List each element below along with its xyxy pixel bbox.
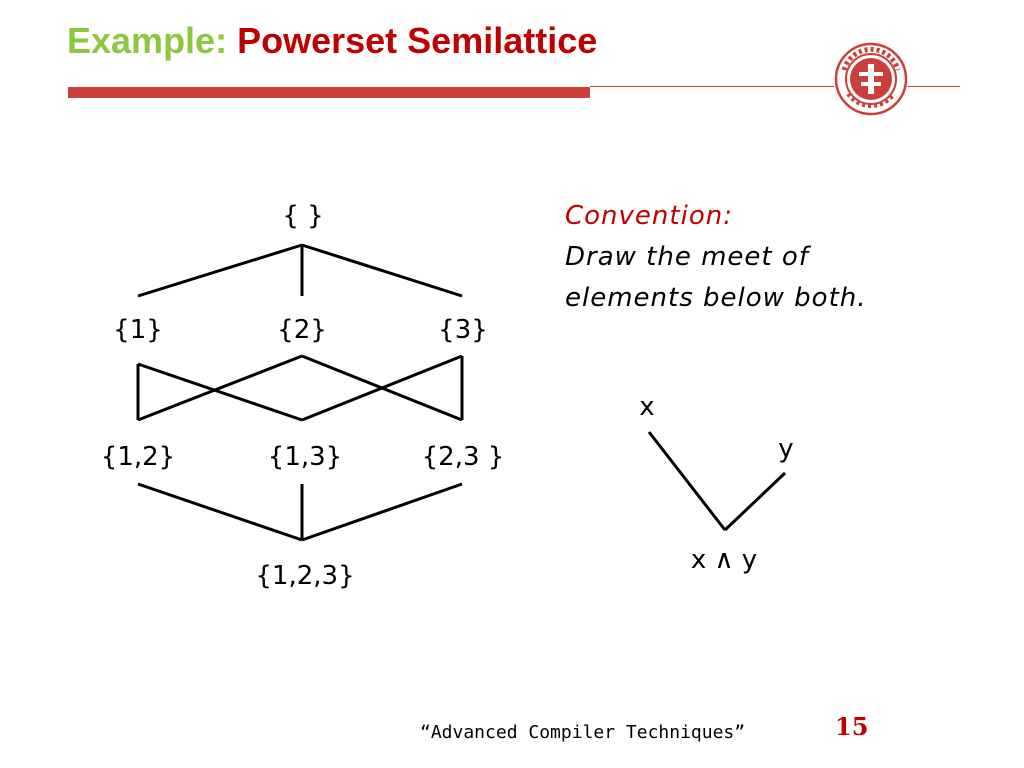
- edge-3-13: [301, 354, 463, 422]
- edge-top-3: [301, 243, 463, 298]
- peking-university-seal-icon: [834, 42, 908, 116]
- title-underline-thick: [68, 87, 590, 98]
- meet-x-label: x: [639, 392, 654, 422]
- page-number: 15: [835, 712, 869, 741]
- node-set-13: {1,3}: [268, 442, 342, 472]
- meet-edge-x: [647, 431, 727, 531]
- node-set-12: {1,2}: [101, 442, 175, 472]
- node-set-123: {1,2,3}: [255, 561, 354, 591]
- title-prefix: Example:: [67, 20, 228, 61]
- node-empty-set: { }: [282, 201, 323, 231]
- convention-line-1: Draw the meet of: [565, 242, 809, 272]
- edge-12-123: [137, 482, 303, 542]
- meet-y-label: y: [778, 434, 793, 464]
- footer-course-title: “Advanced Compiler Techniques”: [420, 722, 746, 743]
- node-set-1: {1}: [113, 315, 163, 345]
- convention-line-2: elements below both.: [565, 283, 867, 313]
- convention-note: Convention: Draw the meet of elements be…: [565, 196, 867, 319]
- edge-1-13: [137, 362, 303, 422]
- edge-2-12: [137, 354, 303, 422]
- node-set-3: {3}: [438, 315, 488, 345]
- edge-23-123: [301, 482, 463, 542]
- node-set-2: {2}: [277, 315, 327, 345]
- title-main: Powerset Semilattice: [237, 20, 598, 61]
- title-underline-thin: [590, 86, 960, 87]
- edge-top-1: [137, 243, 303, 298]
- meet-edge-y: [723, 471, 787, 532]
- convention-title: Convention:: [565, 201, 733, 231]
- slide-title: Example: Powerset Semilattice: [67, 20, 597, 62]
- meet-result-label: x ∧ y: [691, 545, 757, 575]
- node-set-23: {2,3 }: [422, 442, 505, 472]
